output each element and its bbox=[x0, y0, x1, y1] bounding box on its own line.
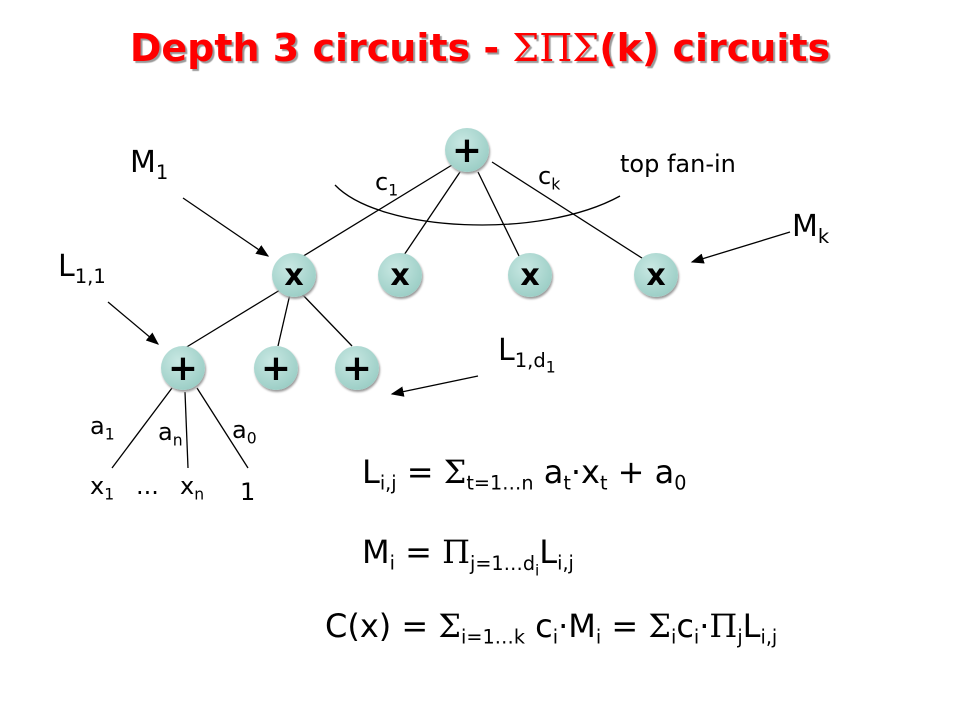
edge-m1-a3 bbox=[299, 291, 353, 347]
label-an: an bbox=[158, 418, 183, 450]
formula-linear: Li,j = Σt=1…n at·xt + a0 bbox=[362, 453, 687, 495]
root-add-gate: + bbox=[445, 128, 489, 172]
formula-product: Mi = Πj=1…diLi,j bbox=[362, 533, 574, 580]
edge-root-m1 bbox=[291, 164, 453, 264]
label-m1: M1 bbox=[130, 145, 169, 184]
label-one: 1 bbox=[240, 478, 256, 506]
label-dots: ... bbox=[136, 472, 159, 500]
formula-circuit: C(x) = Σi=1…k ci·Mi = Σici·ΠjLi,j bbox=[325, 607, 778, 649]
label-l11: L1,1 bbox=[58, 249, 106, 288]
label-xn: xn bbox=[180, 472, 205, 504]
label-x1: x1 bbox=[90, 472, 115, 504]
mult-gate-2: x bbox=[378, 253, 422, 297]
title-greek: ΣΠΣ bbox=[512, 26, 600, 70]
edge-a1-xn bbox=[184, 391, 189, 469]
label-mk: Mk bbox=[792, 209, 830, 248]
add-gate-1: + bbox=[161, 346, 205, 390]
arrow-mk bbox=[690, 231, 791, 264]
edge-root-m4 bbox=[491, 161, 646, 261]
label-c1: c1 bbox=[375, 168, 399, 200]
edge-root-m3 bbox=[477, 171, 521, 259]
arrow-l11 bbox=[107, 301, 159, 345]
edge-root-m2 bbox=[401, 171, 461, 259]
arrow-m1 bbox=[182, 197, 270, 257]
label-top-fanin: top fan-in bbox=[620, 150, 736, 178]
label-a1: a1 bbox=[90, 412, 115, 444]
edge-m1-a2 bbox=[277, 293, 291, 347]
title-prefix: Depth 3 circuits - bbox=[129, 26, 513, 70]
label-l1d1: L1,d1 bbox=[498, 333, 556, 377]
fanin-arc bbox=[334, 184, 621, 226]
arrow-l1d1 bbox=[390, 375, 479, 397]
add-gate-2: + bbox=[254, 346, 298, 390]
mult-gate-3: x bbox=[508, 253, 552, 297]
label-a0: a0 bbox=[232, 416, 257, 448]
edge-m1-a1 bbox=[184, 289, 281, 349]
edge-a1-one bbox=[196, 387, 249, 469]
edge-a1-x1 bbox=[111, 387, 173, 469]
title-suffix: (k) circuits bbox=[599, 26, 831, 70]
add-gate-3: + bbox=[335, 346, 379, 390]
mult-gate-4: x bbox=[634, 253, 678, 297]
mult-gate-1: x bbox=[272, 253, 316, 297]
label-ck: ck bbox=[538, 162, 561, 194]
page-title: Depth 3 circuits - ΣΠΣ(k) circuits bbox=[0, 26, 960, 70]
